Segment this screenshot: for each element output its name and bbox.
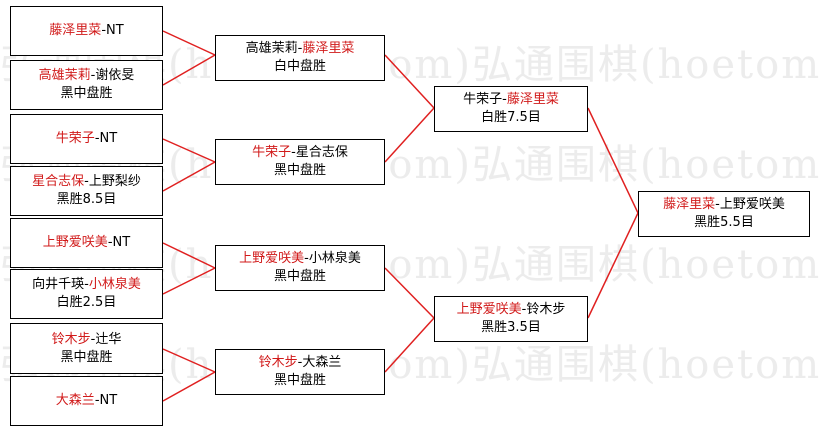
match-result: 黑胜8.5目 bbox=[56, 192, 117, 207]
match-box-r1-8: 大森兰-NT bbox=[10, 376, 163, 426]
connector-line bbox=[384, 54, 435, 109]
match-box-r1-7: 铃木步-辻华 黑中盘胜 bbox=[10, 323, 163, 374]
match-box-r2-2: 牛荣子-星合志保 黑中盘胜 bbox=[215, 139, 385, 185]
match-result: 白中盘胜 bbox=[273, 59, 326, 74]
match-players: 上野爱咲美-小林泉美 bbox=[239, 251, 361, 266]
match-box-r1-6: 向井千瑛-小林泉美 白胜2.5目 bbox=[10, 269, 163, 319]
match-result: 白胜7.5目 bbox=[481, 110, 541, 125]
match-players: 藤泽里菜-上野爱咲美 bbox=[663, 197, 785, 212]
match-players: 上野爱咲美-铃木步 bbox=[456, 302, 566, 317]
match-box-final: 藤泽里菜-上野爱咲美 黑胜5.5目 bbox=[638, 191, 810, 237]
match-result: 黑中盘胜 bbox=[60, 86, 113, 101]
connector-line bbox=[162, 54, 216, 86]
connector-line bbox=[384, 317, 435, 373]
match-players: 星合志保-上野梨纱 bbox=[32, 174, 141, 189]
match-result: 黑中盘胜 bbox=[60, 349, 113, 365]
connector-line bbox=[162, 30, 216, 56]
match-box-r1-4: 星合志保-上野梨纱 黑胜8.5目 bbox=[10, 166, 163, 216]
match-players: 牛荣子-NT bbox=[55, 131, 118, 146]
match-players: 铃木步-大森兰 bbox=[258, 355, 342, 370]
match-result: 黑胜5.5目 bbox=[694, 215, 754, 230]
match-box-r2-4: 铃木步-大森兰 黑中盘胜 bbox=[215, 349, 385, 395]
match-box-r1-1: 藤泽里菜-NT bbox=[10, 6, 163, 56]
connector-line bbox=[162, 348, 216, 373]
match-box-r1-2: 高雄茉莉-谢依旻 黑中盘胜 bbox=[10, 60, 163, 110]
match-box-r2-3: 上野爱咲美-小林泉美 黑中盘胜 bbox=[215, 245, 385, 291]
connector-line bbox=[587, 212, 639, 319]
connector-line bbox=[587, 107, 639, 214]
match-result: 黑中盘胜 bbox=[273, 269, 326, 284]
match-result: 黑中盘胜 bbox=[273, 373, 326, 388]
connector-line bbox=[162, 161, 216, 192]
match-players: 藤泽里菜-NT bbox=[49, 23, 124, 38]
match-players: 高雄茉莉-藤泽里菜 bbox=[245, 41, 355, 56]
match-result: 黑胜3.5目 bbox=[481, 320, 541, 335]
match-players: 铃木步-辻华 bbox=[51, 331, 122, 347]
match-players: 大森兰-NT bbox=[55, 393, 118, 408]
connector-line bbox=[162, 138, 216, 163]
connector-line bbox=[162, 242, 216, 269]
match-box-r1-3: 牛荣子-NT bbox=[10, 114, 163, 164]
connector-line bbox=[384, 267, 435, 319]
match-players: 牛荣子-星合志保 bbox=[252, 145, 348, 160]
connector-line bbox=[162, 371, 216, 402]
connector-line bbox=[162, 267, 216, 295]
match-box-r1-5: 上野爱咲美-NT bbox=[10, 218, 163, 268]
match-result: 白胜2.5目 bbox=[56, 295, 117, 310]
connector-line bbox=[384, 107, 435, 163]
match-players: 高雄茉莉-谢依旻 bbox=[38, 68, 135, 83]
match-result: 黑中盘胜 bbox=[273, 163, 326, 178]
match-box-r3-1: 牛荣子-藤泽里菜 白胜7.5目 bbox=[434, 86, 588, 132]
match-box-r2-1: 高雄茉莉-藤泽里菜 白中盘胜 bbox=[215, 35, 385, 81]
match-players: 上野爱咲美-NT bbox=[42, 235, 131, 250]
match-players: 牛荣子-藤泽里菜 bbox=[463, 92, 559, 107]
match-players: 向井千瑛-小林泉美 bbox=[32, 277, 141, 292]
match-box-r3-2: 上野爱咲美-铃木步 黑胜3.5目 bbox=[434, 296, 588, 342]
